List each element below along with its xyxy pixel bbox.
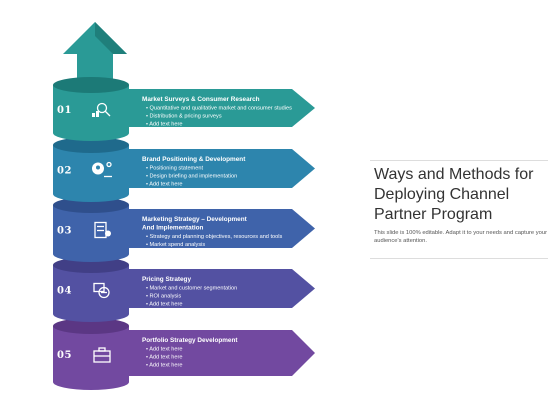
step-heading: Pricing Strategy <box>142 276 191 283</box>
step-bullet: • Positioning statement <box>146 166 203 172</box>
cylinder-body <box>53 85 129 141</box>
step-02: 02 Brand Positioning & Development • Posit… <box>53 137 315 202</box>
step-bullet: • Add text here <box>146 182 182 188</box>
step-bullet: • Add text here <box>146 363 182 369</box>
cylinder-top <box>53 257 129 273</box>
brand-person-icon <box>92 161 112 178</box>
step-ribbon <box>129 209 315 248</box>
step-number: 05 <box>57 350 72 361</box>
step-number: 04 <box>57 286 72 297</box>
step-number: 01 <box>57 105 72 116</box>
cylinder-top <box>53 197 129 213</box>
step-ribbon <box>129 330 315 376</box>
step-bullet: • Add text here <box>146 250 182 256</box>
portfolio-briefcase-icon <box>93 347 111 363</box>
step-bullet: • Quantitative and qualitative market an… <box>146 106 292 112</box>
cylinder-top <box>53 77 129 93</box>
step-bullet: • Distribution & pricing surveys <box>146 114 222 120</box>
cylinder-body <box>53 205 129 262</box>
step-heading: Portfolio Strategy Development <box>142 337 238 344</box>
top-divider <box>370 160 548 161</box>
cylinder-top <box>53 318 129 334</box>
cylinder-top <box>53 137 129 153</box>
step-bullet: • Market and customer segmentation <box>146 286 237 292</box>
step-number: 03 <box>57 226 72 237</box>
step-bullet: • Design briefing and implementation <box>146 174 237 180</box>
step-bullet: • Market spend analysis <box>146 242 205 248</box>
step-04: 04 Pricing Strategy • Market and customer … <box>53 257 315 322</box>
step-ribbon <box>129 149 315 188</box>
step-bullet: • Strategy and planning objectives, reso… <box>146 234 282 240</box>
step-bullet: • Add text here <box>146 355 182 361</box>
cylinder-body <box>53 265 129 322</box>
step-bullet: • Add text here <box>146 347 182 353</box>
step-heading: Market Surveys & Consumer Research <box>142 96 260 103</box>
step-bullet: • Add text here <box>146 122 182 128</box>
title-block: Ways and Methods for Deploying Channel P… <box>374 165 552 245</box>
strategy-document-icon <box>94 221 111 239</box>
main-title: Ways and Methods for Deploying Channel P… <box>374 166 534 223</box>
step-01: 01 Market Surveys & Consumer Research • Qu… <box>53 77 315 141</box>
step-heading: Brand Positioning & Development <box>142 156 246 163</box>
research-magnifier-icon <box>92 102 111 117</box>
cylinder-body <box>53 145 129 202</box>
step-ribbon <box>129 269 315 308</box>
step-heading: And Implementation <box>142 225 204 232</box>
step-ribbon <box>129 89 315 127</box>
step-05: 05 Portfolio Strategy Development • Add te… <box>53 318 315 390</box>
pricing-tag-icon <box>93 282 110 299</box>
cylinder-body <box>53 326 129 390</box>
main-subtitle: This slide is 100% editable. Adapt it to… <box>374 230 548 244</box>
step-number: 02 <box>57 166 72 177</box>
step-bullet: • Add text here <box>146 302 182 308</box>
step-heading: Marketing Strategy – Development <box>142 216 248 223</box>
step-bullet: • ROI analysis <box>146 294 181 300</box>
bottom-divider <box>370 258 548 259</box>
upward-arrow-shade <box>95 22 127 54</box>
